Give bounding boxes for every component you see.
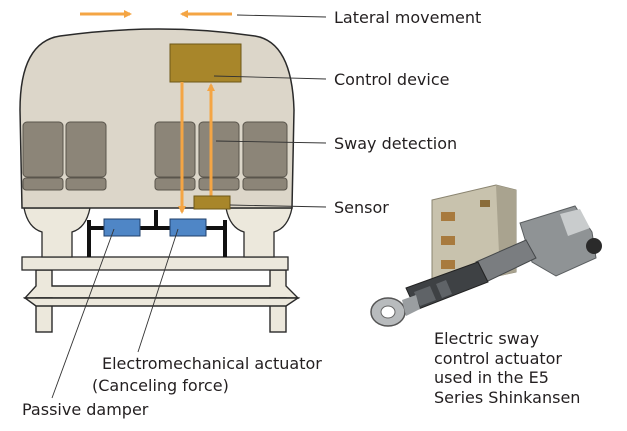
control-device [169,43,242,83]
label-control-device: Control device [334,70,450,89]
caption-line: used in the E5 [434,368,549,387]
caption-line: Electric sway [434,329,540,348]
label-sway-detection: Sway detection [334,134,458,153]
bogie-plate [21,256,289,271]
label-lateral-movement: Lateral movement [334,8,482,27]
caption-line: Series Shinkansen [434,387,581,407]
signal-arrows [178,82,215,214]
caption-line: control actuator [434,348,563,368]
actuator-photo [370,184,602,327]
photo-caption: Electric sway control actuator used in t… [434,329,580,407]
leader-lines [51,14,327,399]
air-springs [23,207,293,258]
label-canceling-force: (Canceling force) [92,376,229,395]
label-actuator: Electromechanical actuator [102,354,322,373]
seats [22,121,288,191]
electromechanical-actuator [169,218,207,237]
passive-damper [103,218,141,237]
bogie-frame [22,269,301,333]
sensor [193,195,231,210]
label-sensor: Sensor [334,198,389,217]
label-passive-damper: Passive damper [22,400,149,419]
